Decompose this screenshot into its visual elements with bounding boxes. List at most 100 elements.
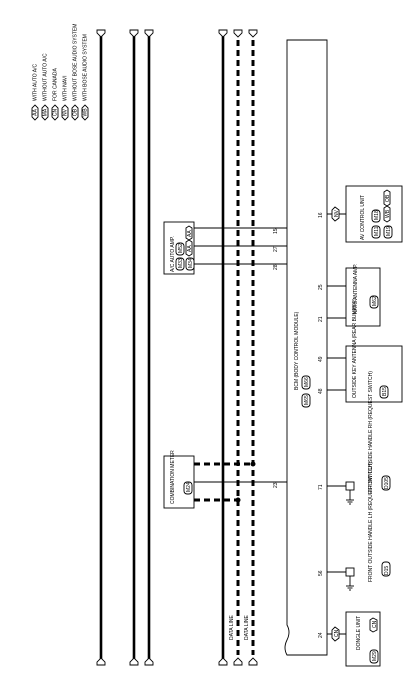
- front-handle-rh: FRONT OUTSIDE HANDLE RH (REQUEST SWITCH)…: [345, 371, 391, 505]
- terminal-top-4: [218, 29, 228, 38]
- svg-text:D15: D15: [384, 566, 390, 575]
- svg-text:WB: WB: [83, 108, 89, 117]
- terminal-bot-2: [129, 657, 139, 666]
- dongle-line-code: CN: [331, 626, 340, 642]
- svg-text:NATS ANTENNA AMP.: NATS ANTENNA AMP.: [353, 264, 359, 314]
- outside-key-antenna: OUTSIDE KEY ANTENNA (REAR BUMPER) B15: [345, 298, 403, 403]
- rh-conn-d105: D105: [381, 475, 391, 491]
- av-conn-m18: M18: [371, 209, 381, 223]
- ac-conn-m52: M52: [175, 242, 185, 256]
- bus-terminals: [96, 29, 258, 666]
- svg-text:CN: CN: [372, 620, 378, 628]
- terminal-top-5: [233, 29, 243, 38]
- legend-item-nv: NV WITH NAVI: [61, 76, 69, 121]
- svg-text:CN: CN: [53, 109, 59, 117]
- pin-key-49: 49: [318, 356, 324, 362]
- combination-meter: COMBINATION METER M24: [163, 450, 195, 509]
- ac-code-1: AA: [185, 239, 193, 257]
- av-nv-code: NV: [331, 206, 340, 222]
- svg-text:WITHOUT AUTO A/C: WITHOUT AUTO A/C: [43, 53, 49, 101]
- av-conn-m19: M19: [383, 225, 393, 239]
- front-handle-lh: FRONT OUTSIDE HANDLE LH (REQUEST SWITCH)…: [345, 462, 391, 591]
- dongle-unit: DONGLE UNIT M29 CN: [345, 611, 381, 667]
- terminal-bot-4: [218, 657, 228, 666]
- av-control-unit: AV CONTROL UNIT M11 M18 M19 WB OB: [345, 185, 403, 243]
- bcm-module: BCM (BODY CONTROL MODULE) M65 M66: [284, 39, 328, 656]
- svg-text:COMBINATION METER: COMBINATION METER: [170, 450, 176, 504]
- svg-text:AA: AA: [187, 245, 193, 252]
- svg-text:M19: M19: [386, 226, 392, 236]
- terminal-top-1: [96, 29, 106, 38]
- terminal-top-3: [144, 29, 154, 38]
- svg-text:D105: D105: [384, 477, 390, 489]
- svg-text:OB: OB: [385, 194, 391, 202]
- pin-nats-25: 25: [318, 284, 324, 290]
- ac-code-2: AA: [185, 225, 193, 241]
- data-line-labels: DATA LINE DATA LINE: [229, 615, 250, 640]
- terminal-bot-5: [233, 657, 243, 666]
- svg-text:NV: NV: [334, 209, 340, 217]
- svg-text:M33: M33: [178, 258, 184, 268]
- dongle-conn-m29: M29: [369, 649, 379, 664]
- svg-text:WITH NAVI: WITH NAVI: [63, 76, 69, 101]
- terminal-bot-3: [144, 657, 154, 666]
- bcm-connector-2: M66: [301, 375, 311, 390]
- pin-ac-27: 27: [273, 246, 279, 252]
- pin-av-16: 16: [318, 212, 324, 218]
- svg-text:B15: B15: [382, 387, 388, 396]
- svg-text:AA: AA: [33, 109, 39, 116]
- dongle-code-cn: CN: [369, 617, 378, 633]
- pin-nats-21: 21: [318, 316, 324, 322]
- bus-lines: [99, 32, 255, 660]
- svg-text:WB: WB: [385, 209, 391, 218]
- bcm-label: BCM (BODY CONTROL MODULE): [294, 311, 300, 390]
- svg-text:NV: NV: [63, 108, 69, 116]
- svg-text:M52: M52: [178, 243, 184, 253]
- svg-text:AA: AA: [187, 230, 193, 237]
- svg-text:WITHOUT BOSE AUDIO SYSTEM: WITHOUT BOSE AUDIO SYSTEM: [73, 24, 79, 101]
- svg-text:A/C AUTO AMP.: A/C AUTO AMP.: [170, 236, 176, 272]
- svg-text:AV CONTROL UNIT: AV CONTROL UNIT: [360, 195, 366, 240]
- ac-auto-amp: A/C AUTO AMP. M33 M52 M34 AA AA: [163, 221, 195, 275]
- svg-text:OB: OB: [73, 108, 79, 116]
- data-line-label-1: DATA LINE: [229, 615, 235, 640]
- svg-text:M66: M66: [304, 377, 310, 387]
- nats-conn-m62: M62: [369, 295, 379, 309]
- svg-text:FRONT OUTSIDE HANDLE RH (REQUE: FRONT OUTSIDE HANDLE RH (REQUEST SWITCH): [368, 371, 374, 492]
- junction-meter-2: [235, 497, 241, 503]
- svg-text:M34: M34: [188, 258, 194, 268]
- svg-text:OUTSIDE KEY ANTENNA (REAR BUMP: OUTSIDE KEY ANTENNA (REAR BUMPER): [352, 298, 358, 398]
- svg-text:DONGLE UNIT: DONGLE UNIT: [356, 616, 362, 650]
- legend-item-cn: CN FOR CANADA: [51, 68, 59, 121]
- av-code-ob: OB: [383, 189, 391, 207]
- legend-item-ob: OB WITHOUT BOSE AUDIO SYSTEM: [71, 24, 79, 121]
- nats-antenna-amp: NATS ANTENNA AMP. M62: [345, 264, 381, 327]
- lh-conn-d15: D15: [381, 561, 391, 577]
- bcm-connector-1: M65: [301, 393, 311, 408]
- ac-conn-m34: M34: [185, 257, 195, 271]
- svg-text:MA: MA: [43, 108, 49, 116]
- pin-ac-15: 15: [273, 228, 279, 234]
- svg-text:M11: M11: [374, 226, 380, 236]
- legend-item-ma: MA WITHOUT AUTO A/C: [41, 53, 49, 121]
- svg-text:M65: M65: [304, 395, 310, 405]
- key-conn-b15: B15: [379, 385, 389, 399]
- terminal-bot-6: [248, 657, 258, 666]
- svg-text:FOR CANADA: FOR CANADA: [53, 68, 59, 101]
- ac-conn-m33: M33: [175, 257, 185, 271]
- pin-dongle-24: 24: [318, 632, 324, 638]
- pin-key-48: 48: [318, 388, 324, 394]
- pin-rh-71: 71: [318, 484, 324, 490]
- svg-text:M29: M29: [372, 651, 378, 661]
- data-line-label-2: DATA LINE: [244, 615, 250, 640]
- pin-meter-23: 23: [273, 482, 279, 488]
- pin-lh-56: 56: [318, 570, 324, 576]
- meter-conn-m24: M24: [183, 481, 193, 495]
- svg-text:CN: CN: [334, 629, 340, 637]
- av-conn-m11: M11: [371, 225, 381, 239]
- svg-text:FRONT OUTSIDE HANDLE LH (REQUE: FRONT OUTSIDE HANDLE LH (REQUEST SWITCH): [368, 462, 374, 582]
